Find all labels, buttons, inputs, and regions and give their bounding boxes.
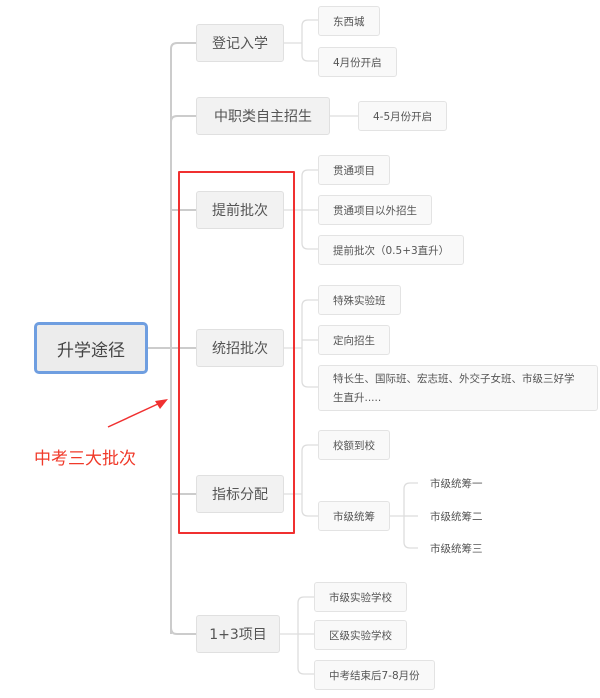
node-zhibiao-fenpei[interactable]: 指标分配 [196,475,284,513]
node-dengji-ruxue[interactable]: 登记入学 [196,24,284,62]
node-tiqian-pici[interactable]: 提前批次 [196,191,284,229]
leaf-tiqian-zhisheng[interactable]: 提前批次（0.5+3直升） [318,235,465,265]
leaf-4-5yue-kaiqi[interactable]: 4-5月份开启 [358,101,448,131]
node-1plus3[interactable]: 1+3项目 [196,615,280,653]
highlight-box [178,171,295,534]
leaf-guantong-yiwai[interactable]: 贯通项目以外招生 [318,195,432,225]
leaf-dongxicheng[interactable]: 东西城 [318,6,380,36]
node-tongzhao-pici[interactable]: 统招批次 [196,329,284,367]
leaf-shiji-tongchou-1[interactable]: 市级统筹一 [430,477,483,490]
leaf-guantong[interactable]: 贯通项目 [318,155,390,185]
leaf-zhongkao-jieshu[interactable]: 中考结束后7-8月份 [314,660,435,690]
annotation-arrow [107,399,168,428]
root-node[interactable]: 升学途径 [34,322,148,374]
node-shiji-tongchou[interactable]: 市级统筹 [318,501,390,531]
leaf-teshu-shiyanban[interactable]: 特殊实验班 [318,285,401,315]
leaf-techangsheng[interactable]: 特长生、国际班、宏志班、外交子女班、市级三好学生直升..... [318,365,598,411]
leaf-4yue-kaiqi[interactable]: 4月份开启 [318,47,397,77]
leaf-shiji-tongchou-3[interactable]: 市级统筹三 [430,542,483,555]
node-zhongzhi-zizhu[interactable]: 中职类自主招生 [196,97,330,135]
leaf-shiji-tongchou-2[interactable]: 市级统筹二 [430,510,483,523]
leaf-quji-shiyan-xuexiao[interactable]: 区级实验学校 [314,620,407,650]
leaf-shiji-shiyan-xuexiao[interactable]: 市级实验学校 [314,582,407,612]
leaf-dingxiang-zhaosheng[interactable]: 定向招生 [318,325,390,355]
leaf-xiaoe-daoxiao[interactable]: 校额到校 [318,430,390,460]
annotation-label: 中考三大批次 [34,449,136,469]
